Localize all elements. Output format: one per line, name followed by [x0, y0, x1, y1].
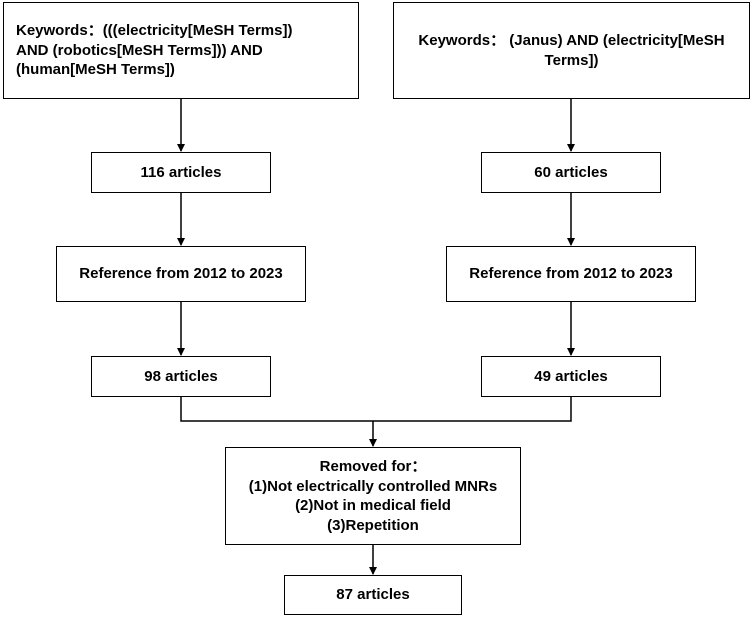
right-reference-box: Reference from 2012 to 2023: [446, 246, 696, 302]
left-reference: Reference from 2012 to 2023: [79, 265, 283, 283]
left-keywords-line-1: Keywords：(((electricity[MeSH Terms]): [16, 22, 293, 40]
removed-reason-1: (1)Not electrically controlled MNRs: [248, 477, 498, 495]
removed-reason-3: (3)Repetition: [327, 516, 419, 534]
left-articles-filtered: 98 articles: [144, 367, 218, 385]
right-articles-filtered-box: 49 articles: [481, 356, 661, 397]
right-articles-initial: 60 articles: [534, 163, 608, 181]
right-reference: Reference from 2012 to 2023: [469, 265, 673, 283]
left-keywords-box: Keywords：(((electricity[MeSH Terms]) AND…: [3, 2, 359, 99]
merge-connector: [180, 397, 572, 422]
right-keywords-box: Keywords： (Janus) AND (electricity[MeSH …: [393, 2, 750, 99]
right-articles-filtered: 49 articles: [534, 367, 608, 385]
removed-heading: Removed for：: [319, 458, 427, 475]
left-reference-box: Reference from 2012 to 2023: [56, 246, 306, 302]
removed-reason-2: (2)Not in medical field: [295, 497, 451, 514]
final-articles: 87 articles: [336, 586, 410, 604]
left-articles-initial: 116 articles: [140, 163, 222, 181]
left-articles-initial-box: 116 articles: [91, 152, 271, 193]
left-articles-filtered-box: 98 articles: [91, 356, 271, 397]
left-keywords-line-3: (human[MeSH Terms]): [16, 61, 175, 79]
right-articles-initial-box: 60 articles: [481, 152, 661, 193]
final-articles-box: 87 articles: [284, 575, 462, 615]
right-keywords-line-1: Keywords： (Janus) AND (electricity[MeSH: [418, 32, 725, 49]
left-keywords-line-2: AND (robotics[MeSH Terms])) AND: [16, 41, 263, 59]
right-keywords-line-2: Terms]): [544, 51, 599, 69]
removed-box: Removed for： (1)Not electrically control…: [225, 447, 521, 545]
